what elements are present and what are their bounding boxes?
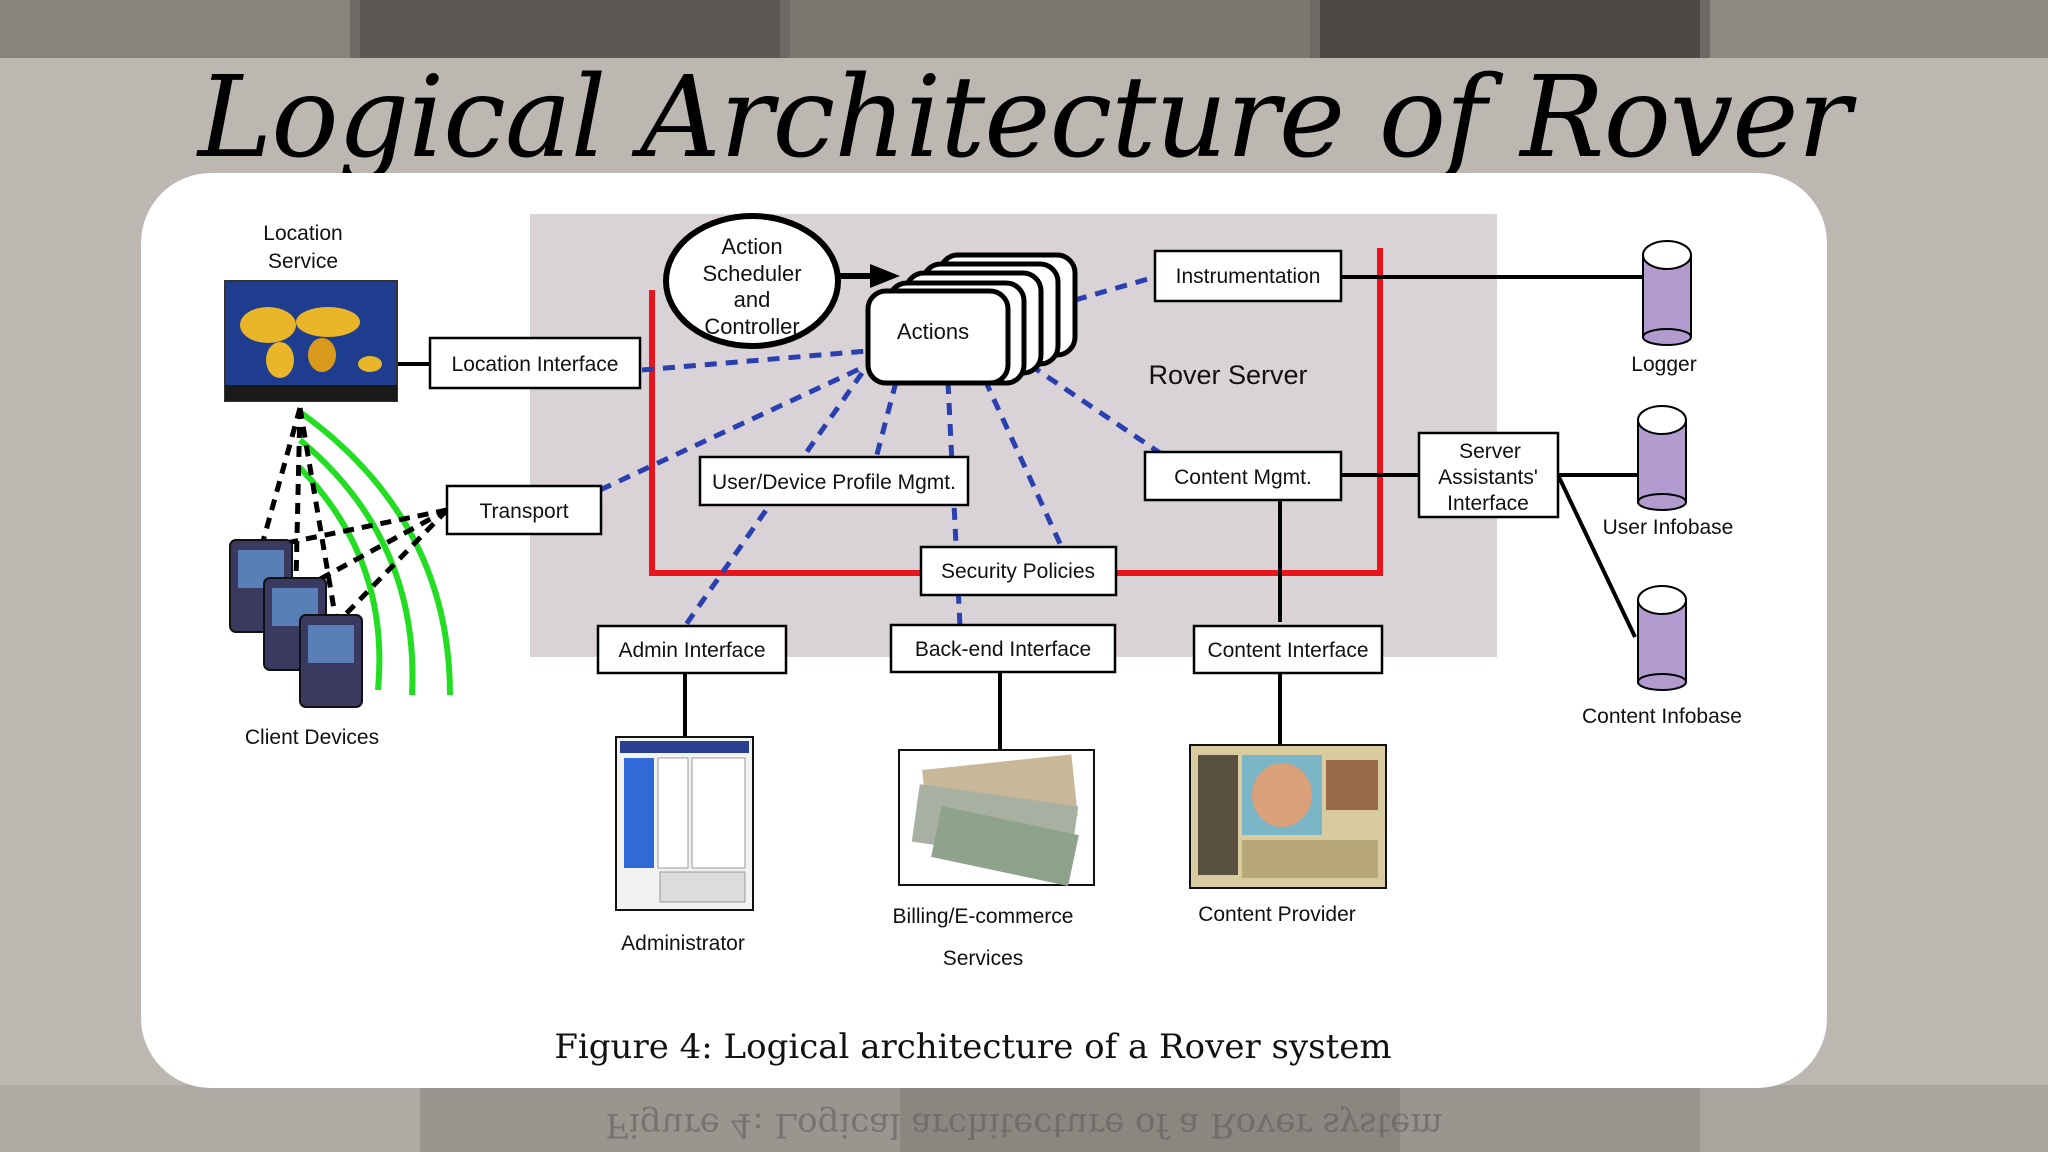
logger-label: Logger [1631,353,1696,376]
server-assistants-line-3: Interface [1447,492,1529,515]
client-links [259,407,449,622]
server-assistants-box [1417,431,1560,519]
figure-caption: Figure 4: Logical architecture of a Rove… [554,1027,1391,1067]
caption-reflection: Figure 4: Logical architecture of a Rove… [605,1105,1443,1145]
solid-connectors [397,273,1643,750]
content-infobase-database-icon [1637,585,1687,691]
profile-mgmt-box [698,455,970,507]
client-devices-label: Client Devices [245,726,379,749]
server-assistants-line-2: Assistants' [1438,466,1538,489]
backend-interface-label: Back-end Interface [915,638,1091,661]
actions-label: Actions [897,319,969,344]
security-policies-label: Security Policies [941,560,1095,583]
billing-money-image [898,749,1095,886]
world-map-image [224,280,398,402]
billing-label-line-2: Services [943,947,1024,970]
action-scheduler-line-1: Action [721,234,782,259]
client-device-icons [229,539,363,708]
logger-database-icon [1642,240,1692,346]
profile-mgmt-label: User/Device Profile Mgmt. [712,471,956,494]
admin-interface-box [596,624,788,675]
action-scheduler-line-4: Controller [704,314,799,339]
user-infobase-database-icon [1637,405,1687,511]
location-interface-label: Location Interface [452,353,619,376]
backend-interface-box [889,623,1117,674]
action-scheduler-line-3: and [734,287,771,312]
user-infobase-label: User Infobase [1603,516,1734,539]
administrator-screenshot [615,736,754,911]
billing-label-line-1: Billing/E-commerce [893,905,1074,928]
location-service-line-2: Service [268,250,338,273]
security-policies-box [919,545,1118,597]
content-provider-label: Content Provider [1198,903,1356,926]
location-interface-box [428,336,642,390]
action-scheduler-node [663,213,841,349]
rover-server-label: Rover Server [1148,360,1307,390]
content-interface-label: Content Interface [1207,639,1368,662]
content-mgmt-label: Content Mgmt. [1174,466,1312,489]
action-scheduler-line-2: Scheduler [702,261,801,286]
server-assistants-line-1: Server [1459,440,1521,463]
transport-label: Transport [479,500,568,523]
wireless-arcs [297,409,453,696]
instrumentation-box [1153,249,1343,303]
content-interface-box [1192,624,1384,675]
administrator-label: Administrator [621,932,745,955]
content-mgmt-box [1143,450,1343,502]
location-service-line-1: Location [263,222,342,245]
content-provider-image [1189,744,1387,889]
content-infobase-label: Content Infobase [1582,705,1742,728]
admin-interface-label: Admin Interface [618,639,765,662]
instrumentation-label: Instrumentation [1176,265,1321,288]
dashed-links [598,274,1162,628]
transport-box [445,484,603,536]
actions-stack [865,252,1078,386]
scheduler-arrow [870,264,900,288]
